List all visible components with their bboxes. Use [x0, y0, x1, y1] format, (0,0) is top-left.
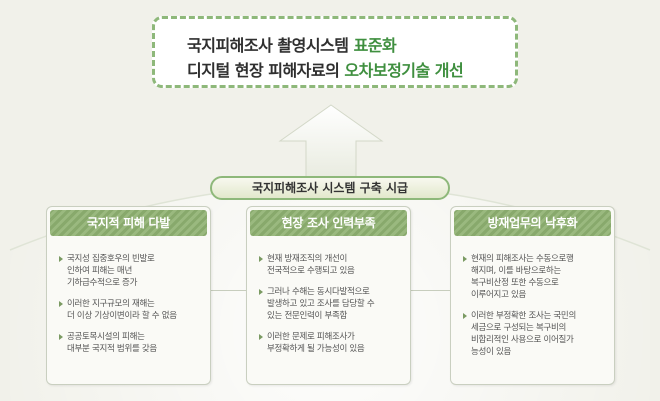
- card-heading: 방재업무의 낙후화: [454, 210, 611, 236]
- title-highlight-2: 오차보정기술 개선: [344, 61, 464, 80]
- title-line-2: 디지털 현장 피해자료의 오차보정기술 개선: [187, 61, 464, 80]
- title-box: 국지피해조사 촬영시스템 표준화 디지털 현장 피해자료의 오차보정기술 개선: [152, 16, 518, 88]
- title-highlight-1: 표준화: [353, 36, 397, 55]
- urgency-badge: 국지피해조사 시스템 구축 시급: [210, 176, 450, 200]
- title-line-1: 국지피해조사 촬영시스템 표준화: [187, 36, 397, 55]
- connector-right: [411, 290, 450, 291]
- connector-left: [211, 290, 246, 291]
- card-heading: 현장 조사 인력부족: [250, 210, 407, 236]
- card-heading: 국지적 피해 다발: [50, 210, 207, 236]
